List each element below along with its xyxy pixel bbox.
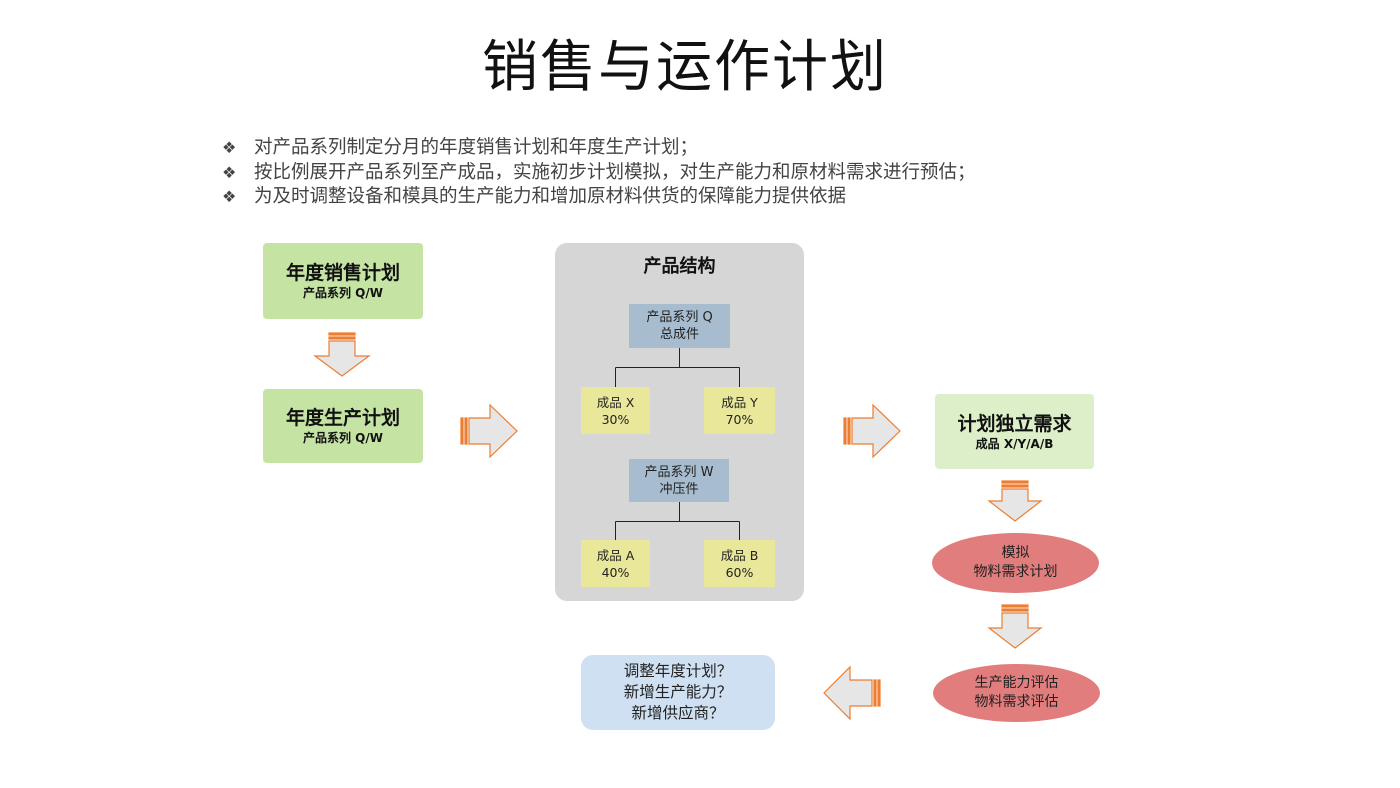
product-family-q-type: 总成件 (659, 327, 699, 342)
product-a-box: 成品 A 40% (581, 540, 650, 587)
product-b-name: 成品 B (720, 547, 759, 563)
bullet-text: 对产品系列制定分月的年度销售计划和年度生产计划； (254, 137, 699, 158)
annual-production-plan-box: 年度生产计划 产品系列 Q/W (263, 389, 423, 463)
independent-demand-title: 计划独立需求 (957, 412, 1072, 435)
product-family-q-name: 产品系列 Q (646, 310, 713, 325)
add-supplier-question: 新增供应商？ (631, 704, 725, 722)
annual-sales-plan-subtitle: 产品系列 Q/W (303, 286, 383, 300)
annual-sales-plan-title: 年度销售计划 (285, 262, 400, 284)
adjust-annual-plan-question: 调整年度计划？ (623, 662, 733, 680)
product-x-name: 成品 X (596, 394, 635, 410)
product-y-name: 成品 Y (721, 394, 758, 410)
adjustment-questions-box: 调整年度计划？ 新增生产能力？ 新增供应商？ (581, 655, 775, 730)
right-arrow-icon (460, 403, 518, 459)
bullet-text: 按比例展开产品系列至产成品，实施初步计划模拟，对生产能力和原材料需求进行预估； (254, 161, 976, 183)
independent-demand-box: 计划独立需求 成品 X/Y/A/B (935, 394, 1094, 469)
annual-production-plan-subtitle: 产品系列 Q/W (303, 431, 383, 445)
product-family-w-type: 冲压件 (659, 481, 699, 497)
bullet-item: ❖ 对产品系列制定分月的年度销售计划和年度生产计划； (222, 136, 976, 161)
capacity-evaluation-ellipse: 生产能力评估 物料需求评估 (933, 664, 1100, 722)
product-b-pct: 60% (725, 564, 754, 580)
product-family-w-name: 产品系列 W (644, 464, 714, 480)
product-y-pct: 70% (725, 411, 754, 427)
bullet-list: ❖ 对产品系列制定分月的年度销售计划和年度生产计划； ❖ 按比例展开产品系列至产成品… (222, 136, 976, 210)
bullet-item: ❖ 为及时调整设备和模具的生产能力和增加原材料供货的保障能力提供依据 (222, 185, 976, 210)
down-arrow-icon (313, 332, 371, 377)
tree-connector-w (615, 502, 740, 540)
page-title: 销售与运作计划 (482, 35, 888, 100)
product-x-box: 成品 X 30% (581, 387, 650, 434)
down-arrow-icon (987, 604, 1043, 649)
mrp-simulation-line2: 物料需求计划 (973, 564, 1058, 580)
mrp-simulation-line1: 模拟 (1001, 545, 1030, 561)
product-b-box: 成品 B 60% (704, 540, 775, 587)
diamond-bullet-icon: ❖ (222, 187, 237, 206)
product-a-name: 成品 A (596, 547, 635, 563)
bullet-item: ❖ 按比例展开产品系列至产成品，实施初步计划模拟，对生产能力和原材料需求进行预估； (222, 161, 976, 186)
capacity-evaluation-line1: 生产能力评估 (974, 675, 1059, 691)
bullet-text: 为及时调整设备和模具的生产能力和增加原材料供货的保障能力提供依据 (254, 186, 847, 207)
product-x-pct: 30% (601, 411, 630, 427)
diamond-bullet-icon: ❖ (222, 162, 237, 182)
product-family-q-box: 产品系列 Q 总成件 (629, 304, 730, 348)
product-y-box: 成品 Y 70% (704, 387, 775, 434)
tree-connector-q (615, 348, 740, 387)
capacity-evaluation-line2: 物料需求评估 (974, 694, 1059, 710)
product-structure-title: 产品结构 (643, 256, 716, 277)
product-family-w-box: 产品系列 W 冲压件 (629, 459, 729, 502)
mrp-simulation-ellipse: 模拟 物料需求计划 (932, 533, 1099, 593)
annual-sales-plan-box: 年度销售计划 产品系列 Q/W (263, 243, 423, 319)
right-arrow-icon (843, 403, 901, 459)
add-capacity-question: 新增生产能力？ (623, 683, 733, 701)
down-arrow-icon (987, 480, 1043, 522)
annual-production-plan-title: 年度生产计划 (285, 407, 400, 429)
diamond-bullet-icon: ❖ (222, 138, 237, 157)
product-a-pct: 40% (601, 564, 630, 580)
left-arrow-icon (823, 665, 881, 721)
independent-demand-subtitle: 成品 X/Y/A/B (975, 436, 1054, 451)
